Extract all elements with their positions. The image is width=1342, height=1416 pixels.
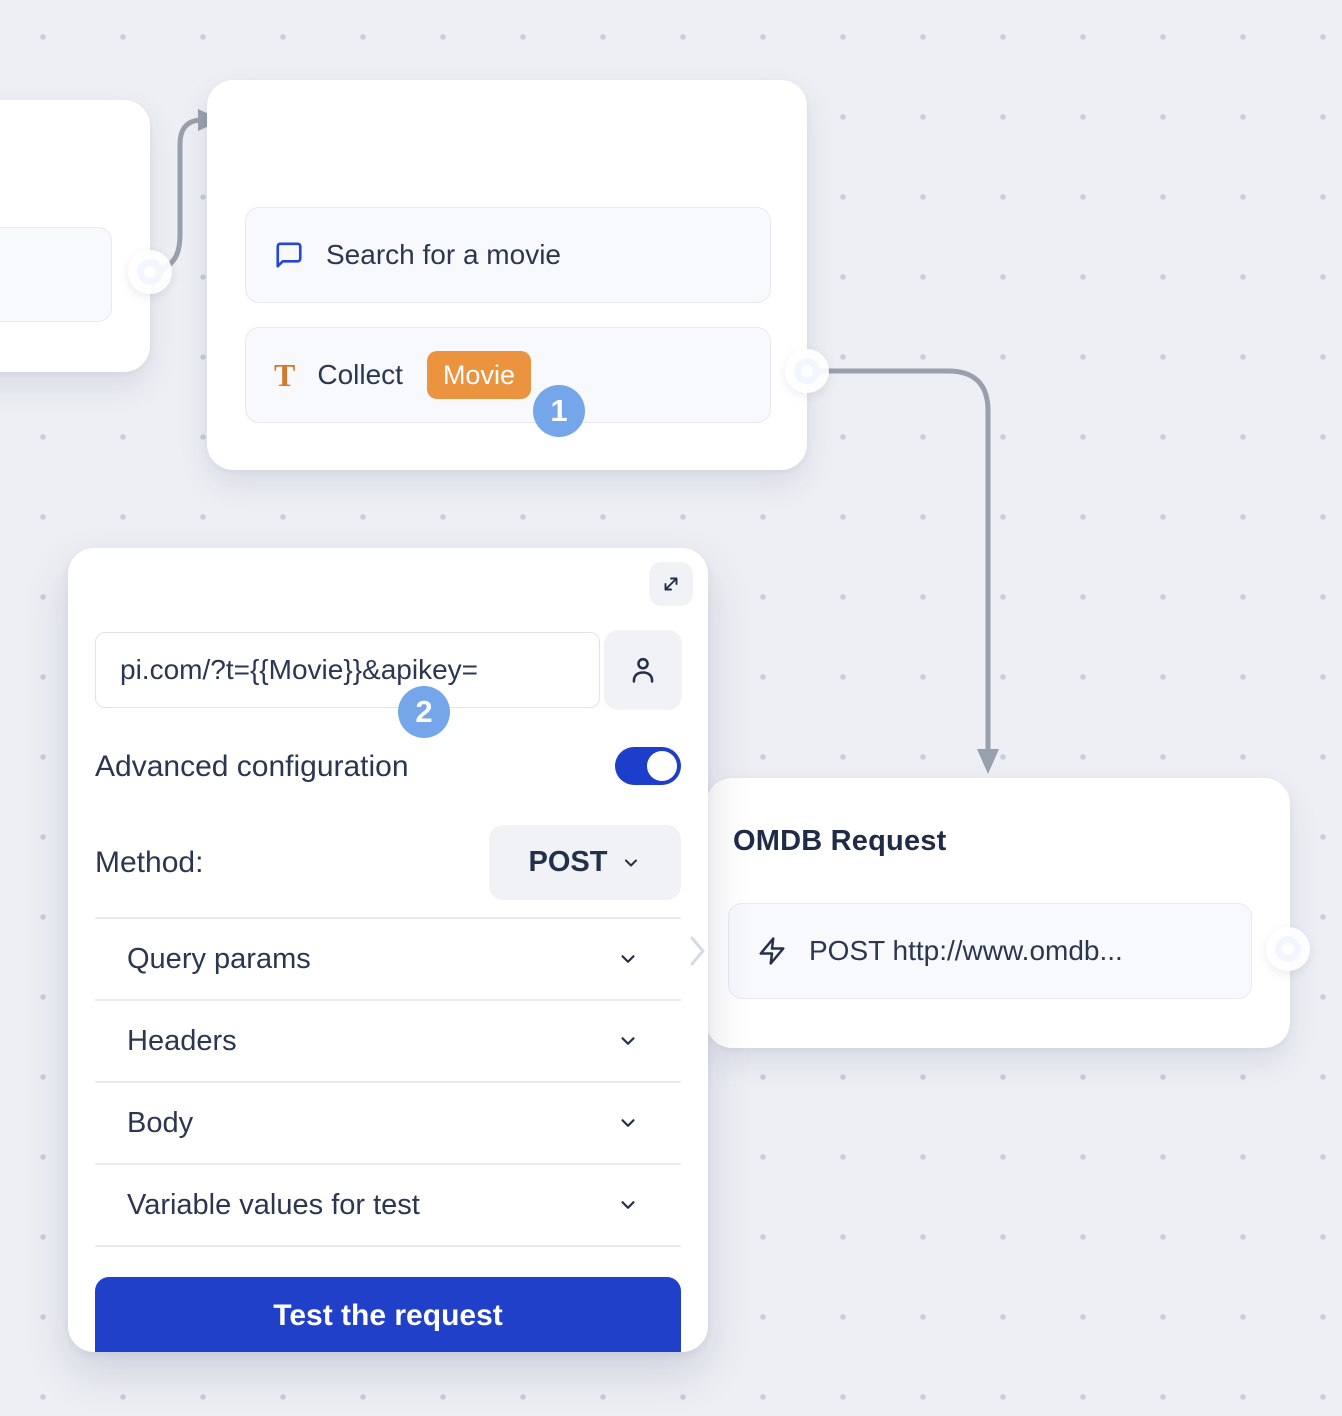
divider [95,1163,681,1165]
previous-node-output-port[interactable] [128,250,172,294]
question-text-label: Search for a movie [326,239,561,270]
section-body[interactable]: Body [95,1082,681,1164]
variable-badge[interactable]: Movie [426,350,531,400]
collect-label: Collect [317,359,403,390]
connector-arrowhead-down [977,749,999,774]
previous-node-card[interactable] [0,100,150,372]
step-badge-1: 1 [533,385,585,437]
divider [95,917,681,919]
section-label: Body [127,1106,194,1139]
step-badge-2: 2 [398,686,450,738]
method-label: Method: [95,846,204,879]
previous-node-item[interactable] [0,227,112,322]
divider [95,999,681,1001]
divider [95,1081,681,1083]
collect-variable-item[interactable]: T Collect Movie [245,327,771,423]
section-label: Variable values for test [127,1188,420,1221]
movie-search-card[interactable]: Movie search Search for a movie T Collec… [207,80,807,470]
section-label: Headers [127,1024,237,1057]
person-icon [632,657,654,683]
expand-button[interactable] [649,562,693,606]
text-variable-icon: T [274,357,296,393]
url-input[interactable] [95,632,600,708]
chevron-down-icon [621,1037,635,1045]
method-dropdown[interactable]: POST [489,825,681,900]
chat-bubble-icon [274,240,304,270]
chevron-down-icon [621,955,635,963]
divider [95,1245,681,1247]
test-request-button[interactable]: Test the request [95,1277,681,1352]
advanced-configuration-toggle[interactable] [615,747,681,785]
webhook-config-panel: Advanced configuration Method: POST Quer… [68,548,708,1352]
input-notch-icon [690,936,705,966]
section-query-params[interactable]: Query params [95,918,681,1000]
chevron-down-icon [621,1201,635,1209]
connector-line-1 [156,117,205,273]
connector-line-2 [817,368,991,755]
section-headers[interactable]: Headers [95,1000,681,1082]
movie-search-output-port[interactable] [785,349,829,393]
toggle-knob [647,751,677,781]
omdb-output-port[interactable] [1266,927,1310,971]
webhook-request-item[interactable]: POST http://www.omdb... [728,903,1252,999]
person-button[interactable] [604,630,682,710]
chevron-down-icon [621,1119,635,1127]
zap-icon [757,936,787,966]
advanced-configuration-label: Advanced configuration [95,750,409,783]
webhook-request-label: POST http://www.omdb... [809,935,1123,966]
section-label: Query params [127,942,311,975]
expand-icon [664,577,678,591]
method-value: POST [528,846,608,878]
omdb-request-card-title: OMDB Request [733,825,947,857]
chevron-down-icon [625,859,638,866]
section-variable-values[interactable]: Variable values for test [95,1164,681,1246]
omdb-request-card[interactable]: OMDB Request POST http://www.omdb... [706,778,1290,1048]
question-text-item[interactable]: Search for a movie [245,207,771,303]
